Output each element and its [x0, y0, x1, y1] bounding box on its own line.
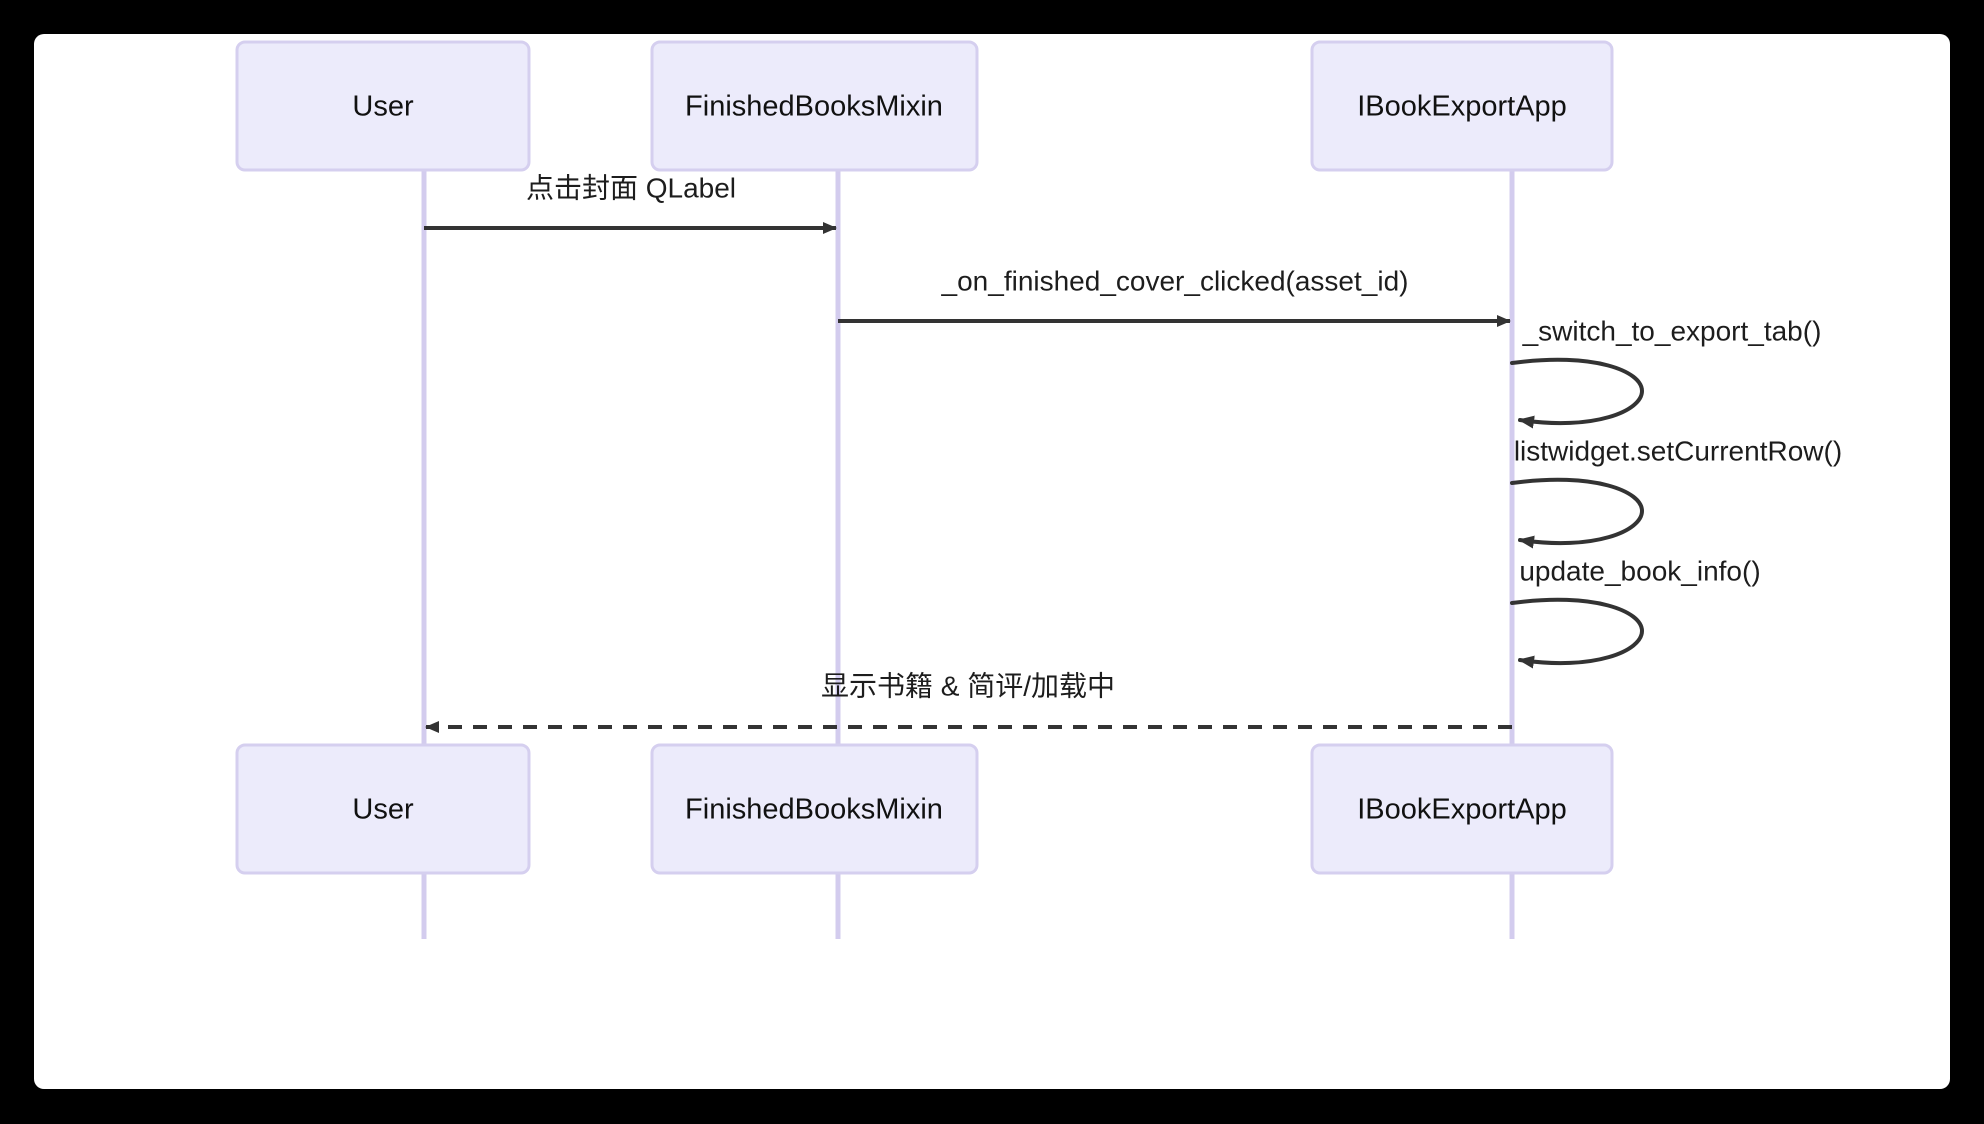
participant-box-mixin-bottom[interactable]: FinishedBooksMixin — [650, 743, 979, 875]
participant-label-app-bottom: IBookExportApp — [1357, 794, 1567, 826]
message-2-on-finished-cover-clicked: _on_finished_cover_clicked(asset_id) — [838, 265, 1511, 327]
participant-box-user-top[interactable]: User — [235, 40, 531, 172]
participant-box-rect — [1310, 743, 1614, 875]
message-3-switch-to-export-tab: _switch_to_export_tab() — [1510, 315, 1822, 429]
participant-box-rect — [650, 743, 979, 875]
participant-box-app-top[interactable]: IBookExportApp — [1310, 40, 1614, 172]
participant-label-user-bottom: User — [352, 794, 414, 826]
message-label-5: update_book_info() — [1519, 555, 1760, 586]
participant-boxes-bottom: User FinishedBooksMixin IBookExportApp — [235, 743, 1614, 875]
participant-box-app-bottom[interactable]: IBookExportApp — [1310, 743, 1614, 875]
message-selfloop-5 — [1510, 597, 1645, 669]
message-6-show-book-and-review: 显示书籍 & 简评/加载中 — [425, 670, 1512, 733]
message-label-6: 显示书籍 & 简评/加载中 — [821, 670, 1115, 701]
message-5-update-book-info: update_book_info() — [1510, 555, 1761, 669]
participant-box-rect — [235, 743, 531, 875]
message-label-1: 点击封面 QLabel — [526, 172, 736, 203]
message-selfloop-4 — [1510, 477, 1645, 549]
sequence-diagram-svg: User FinishedBooksMixin IBookExportApp 点… — [235, 40, 1842, 939]
message-4-set-current-row: listwidget.setCurrentRow() — [1510, 435, 1842, 549]
participant-label-user-top: User — [352, 91, 414, 123]
message-selfloop-3 — [1510, 357, 1645, 429]
participant-label-app-top: IBookExportApp — [1357, 91, 1567, 123]
message-label-2: _on_finished_cover_clicked(asset_id) — [941, 265, 1409, 296]
participant-box-mixin-top[interactable]: FinishedBooksMixin — [650, 40, 979, 172]
participant-boxes-top: User FinishedBooksMixin IBookExportApp — [235, 40, 1614, 172]
participant-box-rect — [235, 40, 531, 172]
participant-box-user-bottom[interactable]: User — [235, 743, 531, 875]
message-1-click-cover: 点击封面 QLabel — [424, 172, 837, 234]
message-label-4: listwidget.setCurrentRow() — [1514, 435, 1842, 466]
participant-label-mixin-top: FinishedBooksMixin — [685, 91, 943, 123]
message-label-3: _switch_to_export_tab() — [1522, 315, 1822, 346]
participant-box-rect — [1310, 40, 1614, 172]
diagram-canvas: User FinishedBooksMixin IBookExportApp 点… — [34, 34, 1950, 1089]
participant-label-mixin-bottom: FinishedBooksMixin — [685, 794, 943, 826]
participant-box-rect — [650, 40, 979, 172]
